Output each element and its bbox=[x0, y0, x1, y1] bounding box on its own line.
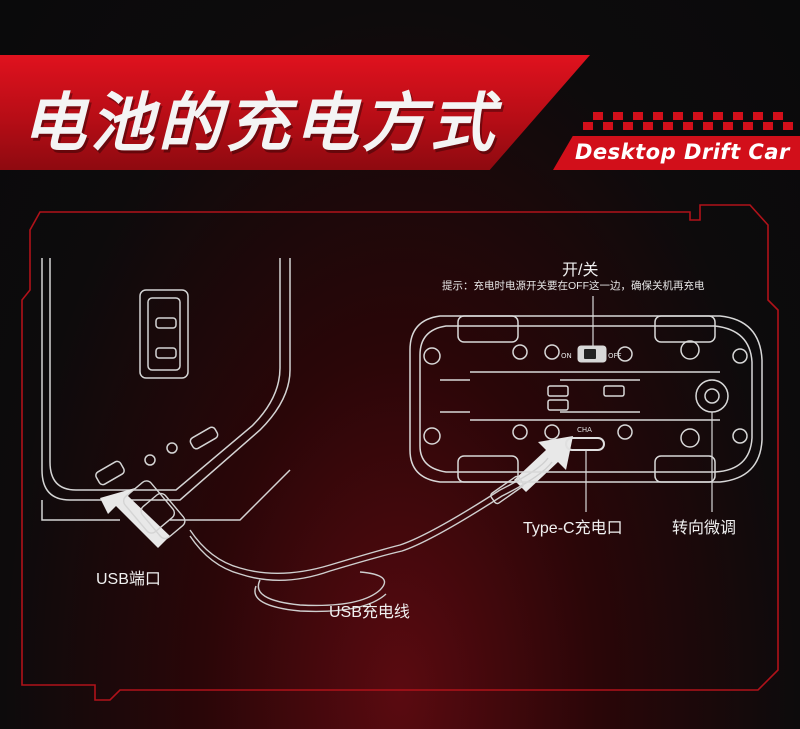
brand-badge: Desktop Drift Car bbox=[553, 108, 800, 170]
tip-text: 提示：充电时电源开关要在OFF这一边，确保关机再充电 bbox=[442, 280, 705, 292]
brand-bar bbox=[553, 136, 800, 170]
page-title: 电池的充电方式 bbox=[22, 87, 498, 161]
frame-outline bbox=[21, 204, 779, 701]
title-banner bbox=[0, 55, 590, 170]
typec-port bbox=[565, 437, 605, 451]
typec-plug-icon bbox=[490, 475, 524, 505]
switch-off-label: OFF bbox=[608, 352, 622, 360]
steering-trim-label: 转向微调 bbox=[672, 520, 737, 537]
usb-cable-label: USB充电线 bbox=[329, 604, 410, 621]
leader-lines bbox=[585, 296, 713, 512]
switch-on-label: ON bbox=[561, 352, 572, 360]
brand-checker-icon bbox=[583, 112, 793, 130]
switch-label: 开/关 bbox=[562, 262, 599, 279]
car-underside bbox=[409, 315, 763, 483]
usb-arrow-icon bbox=[100, 488, 170, 548]
usb-port-label: USB端口 bbox=[96, 571, 161, 588]
usb-cable bbox=[189, 457, 549, 574]
typec-port-label: Type-C充电口 bbox=[523, 520, 623, 537]
brand-name: Desktop Drift Car bbox=[575, 140, 790, 164]
cable-loop bbox=[257, 571, 386, 607]
computer-outline bbox=[41, 258, 291, 521]
cha-label: CHA bbox=[577, 426, 592, 434]
usb-plug-icon bbox=[122, 480, 186, 540]
